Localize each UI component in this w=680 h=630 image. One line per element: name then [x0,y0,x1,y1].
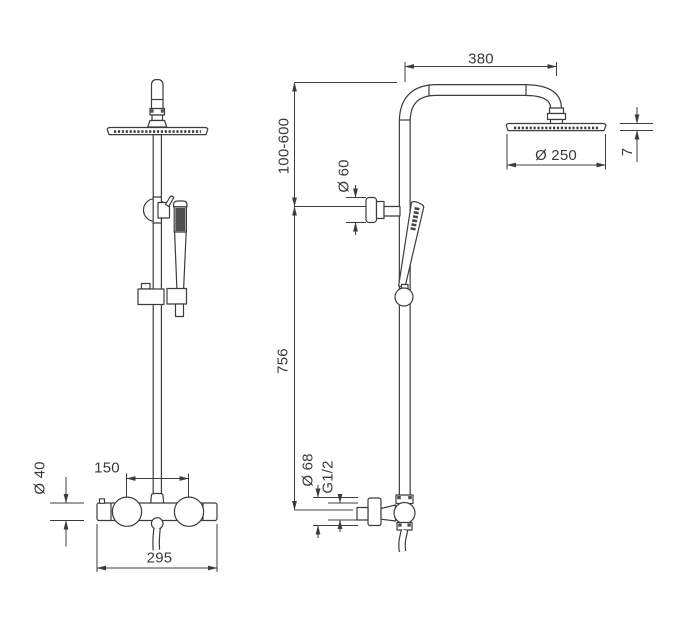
front-mixer-rail-nut [150,492,165,505]
dim-height-range: 100-600 [276,82,397,207]
side-head-connector-nut [546,112,567,121]
side-wall-bracket-mid [375,200,385,220]
dim-head-diameter: Ø 250 [506,134,606,170]
front-slide-clamp [137,288,165,306]
dim-thread-size: G1/2 [320,460,358,532]
side-pipe-fill [399,85,561,497]
front-top-pipe [150,78,164,111]
side-shower-head [505,122,607,132]
side-pipe-outline [398,84,562,497]
dim-68-label: Ø 68 [300,453,317,486]
dim-body-diameter: Ø 40 [32,461,84,547]
side-wall-flange [367,497,382,527]
side-hose-inner [399,529,408,552]
front-holder-block [157,201,171,219]
side-valve-bottom-nut-mark-r [407,523,411,527]
dim-bracket-diameter: Ø 60 [336,159,366,235]
dim-100-600-label: 100-600 [276,118,293,174]
dim-overall-width: 295 [96,524,218,572]
side-view [356,84,607,553]
dimension-annotations: 380 100-600 756 Ø 60 Ø 250 [32,51,653,572]
side-wall-bracket-knob [365,196,378,224]
front-nut-mark-right [160,109,164,113]
dim-head-thickness: 7 [619,107,653,162]
side-slider-ring [394,287,414,307]
side-valve-body [393,501,416,525]
dim-riser-height: 756 [275,206,366,511]
front-head-connector-mid [151,114,164,122]
front-view [96,78,218,551]
dim-handle-spacing: 150 [94,460,189,497]
front-hose-inner [153,528,160,551]
front-handshower-handle [174,231,187,290]
front-clamp-tab [140,282,151,290]
dim-arm-reach: 380 [404,51,557,82]
dim-756-label: 756 [275,348,292,374]
side-handshower-wand [398,201,425,289]
front-handshower-grip-end [166,287,188,305]
front-handshower-hose-stub [174,303,185,318]
front-riser-rail [152,133,162,505]
dim-150-label: 150 [94,460,120,477]
dim-250-label: Ø 250 [535,147,577,164]
dim-295-label: 295 [147,550,173,567]
front-handshower-cap [172,200,188,208]
side-valve-bottom-nut-mark-l [398,523,402,527]
front-handshower-spray-face [175,207,186,231]
dim-380-label: 380 [468,51,494,68]
dim-g12-label: G1/2 [320,460,337,493]
dim-valve-diameter: Ø 68 [300,453,358,538]
side-wall-bracket-stem [383,205,401,217]
dim-60-label: Ø 60 [336,159,353,192]
front-mixer-safety-button [98,498,106,504]
side-valve-taper [380,504,397,522]
front-nut-mark-left [150,109,154,113]
dim-40-label: Ø 40 [32,461,49,494]
side-valve-top-nut-mark-r [408,496,412,500]
front-mixer-right-knob [173,496,205,527]
front-head-connector-flange [147,119,168,128]
front-mixer-left-knob [111,496,143,527]
side-head-connector-top [548,107,565,115]
side-supply-stub [356,506,369,521]
dim-7-label: 7 [619,148,636,157]
front-mixer-outlet-nut [150,517,164,530]
side-valve-top-nut-mark-l [397,496,401,500]
front-holder-lever [164,195,175,208]
